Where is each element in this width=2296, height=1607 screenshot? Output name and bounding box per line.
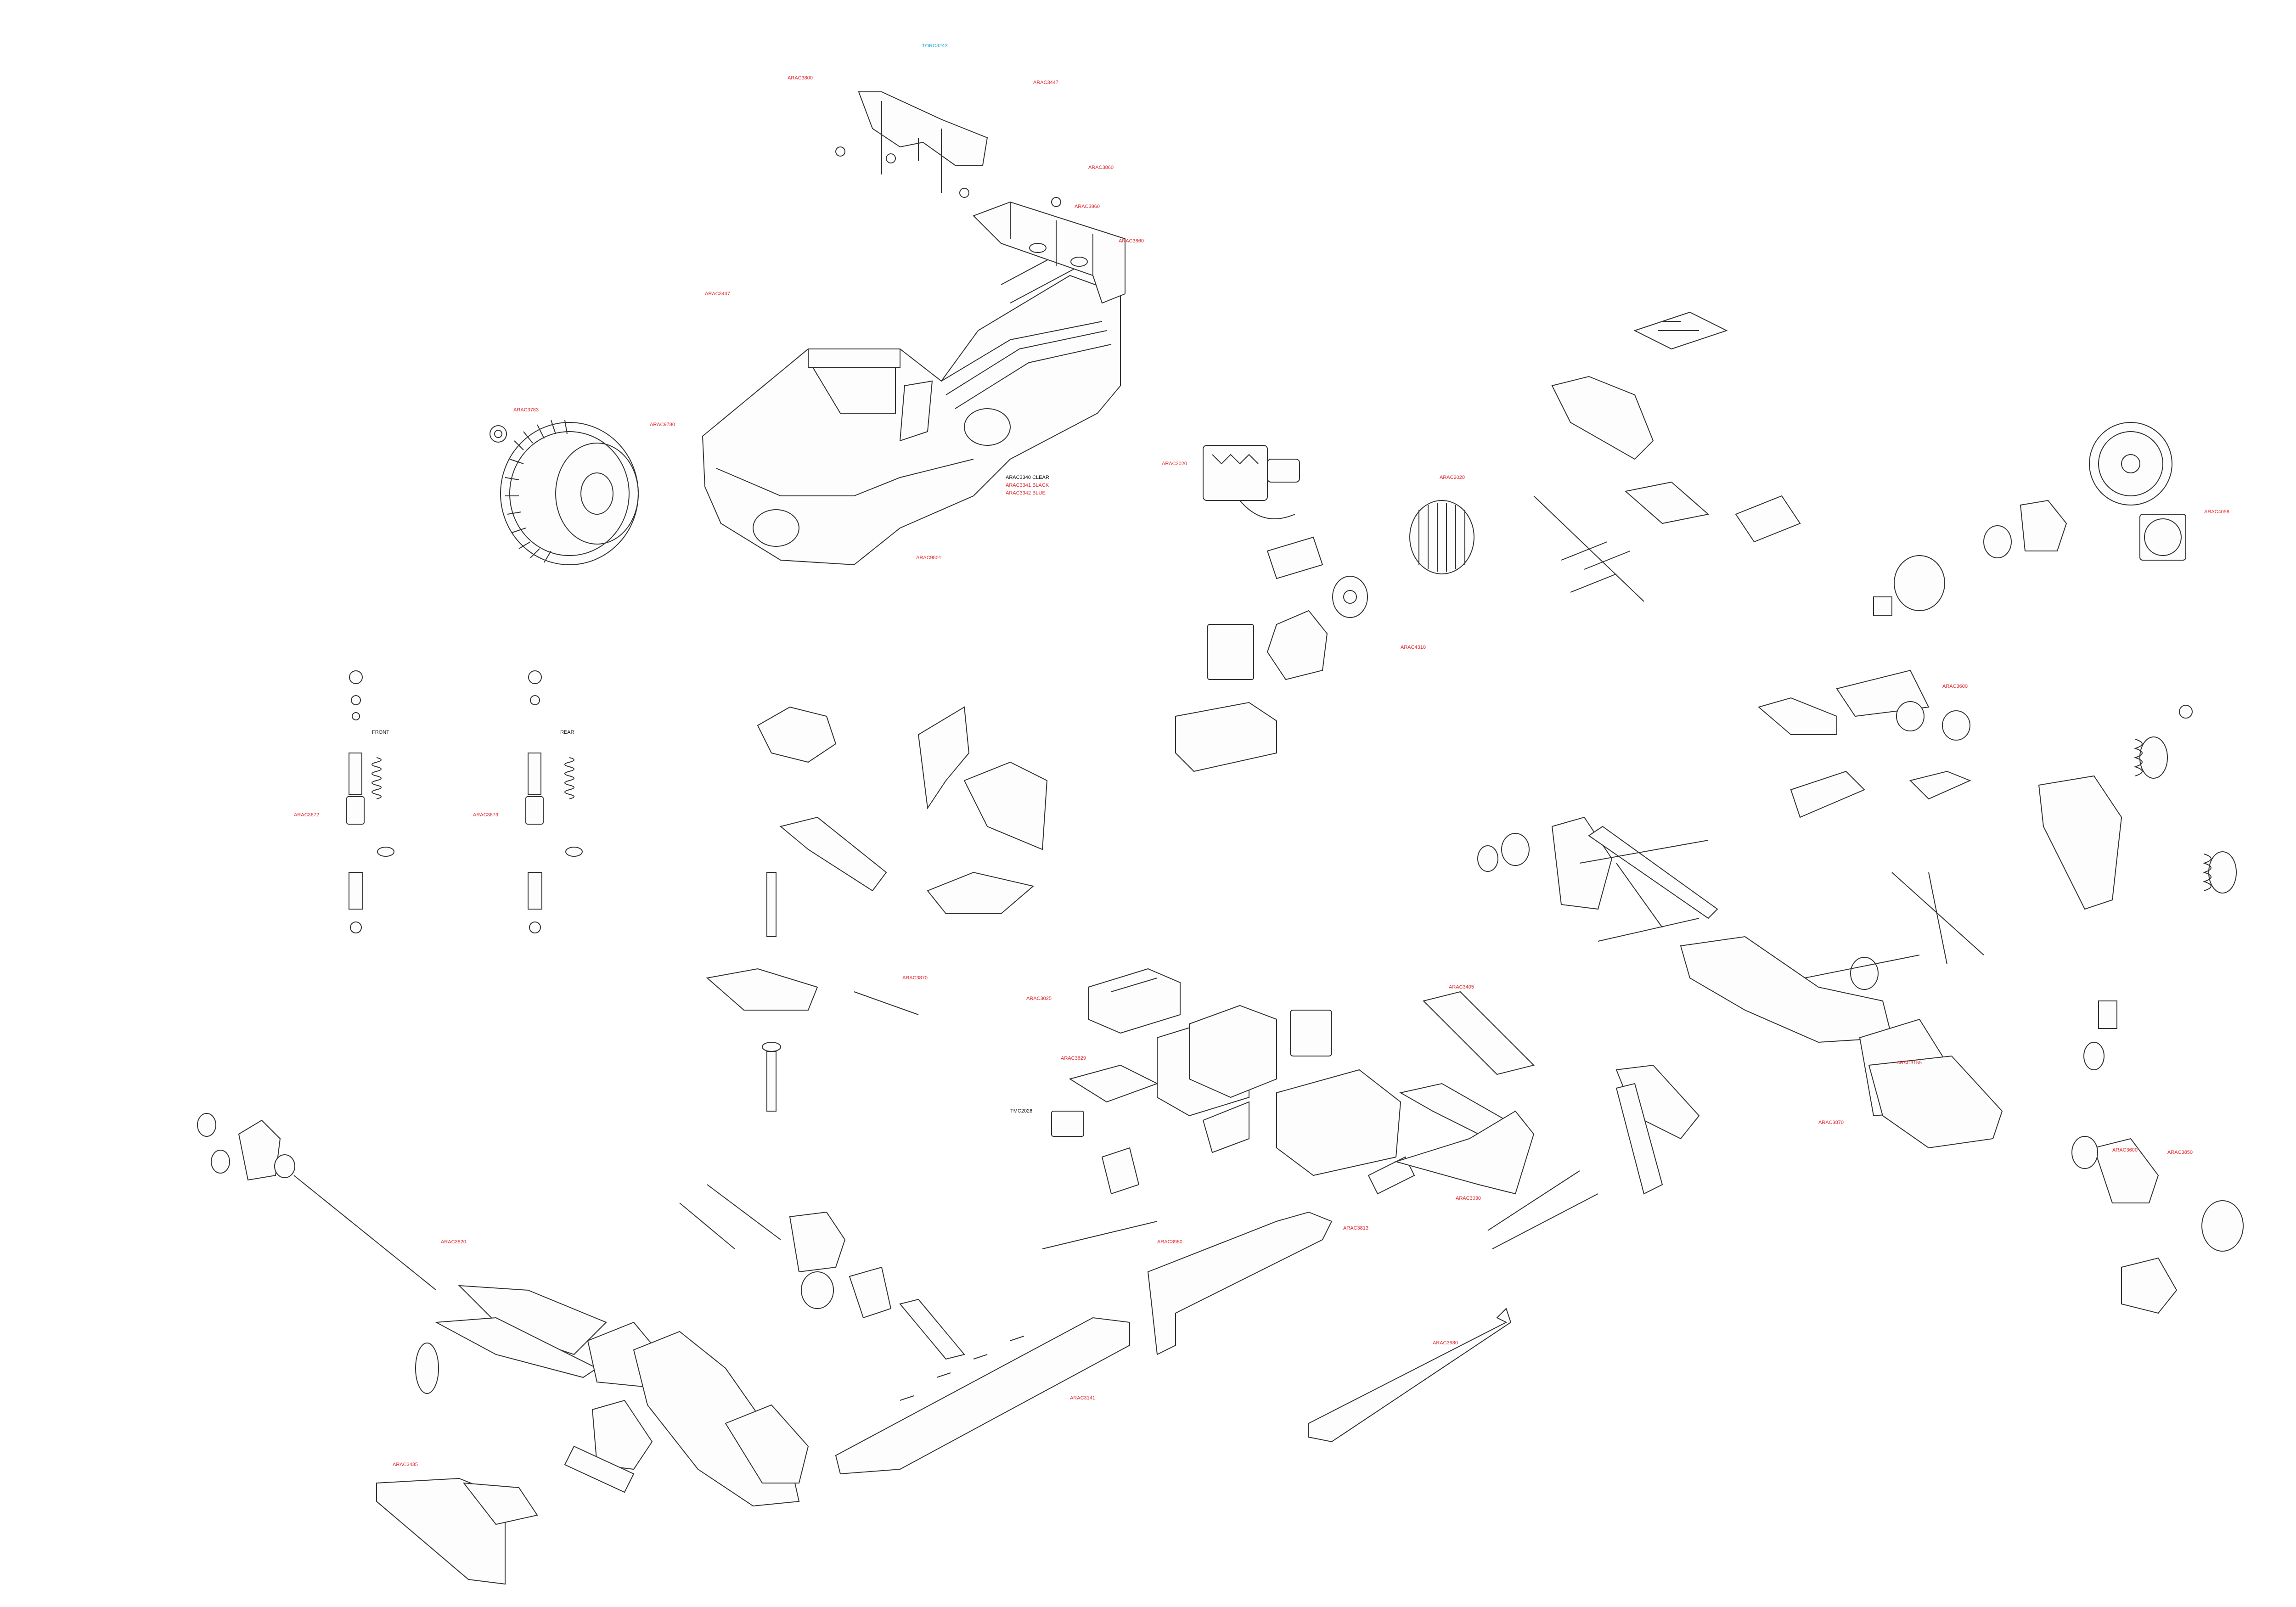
front-suspension-drawing: [197, 1113, 658, 1394]
motor-label: ARAC2020: [1440, 475, 1465, 480]
front-heading: FRONT: [372, 730, 389, 735]
chassis-label: ARAC3141: [1070, 1395, 1096, 1401]
rear-heading: REAR: [560, 730, 574, 735]
drive-shaft-label: ARAC3030: [1456, 1196, 1481, 1201]
chassis-plate-drawing: [835, 1317, 1130, 1475]
rear-arm-label: ARAC3155: [1896, 1060, 1922, 1066]
tire-wheel-drawing: [500, 420, 639, 565]
body-pin-label: ARAC9801: [916, 555, 942, 561]
receiver-box-label: ARAC3629: [1061, 1056, 1086, 1061]
body-tool-label: TORC3243: [922, 43, 948, 49]
front-arm-label: ARAC3820: [441, 1239, 467, 1245]
body-color-blue: ARAC3342 BLUE: [1006, 490, 1046, 496]
spur-gear-label: ARAC4058: [2204, 509, 2230, 515]
mud-guard-left-label: ARAC3813: [1343, 1225, 1369, 1231]
body-color-clear: ARAC3340 CLEAR: [1006, 475, 1049, 480]
wheel-nut-label: ARAC3783: [513, 407, 539, 413]
rear-shock-drawing: [525, 670, 583, 933]
center-diff-drawing: [1873, 422, 2186, 616]
rear-wing-drawing: [973, 201, 1125, 304]
front-shock-label: ARAC3672: [294, 812, 320, 818]
body-color-black: ARAC3341 BLACK: [1006, 483, 1049, 488]
servo-saver-label: ARAC3870: [902, 975, 928, 981]
steering-assembly-drawing: [706, 706, 919, 1112]
link-rods-drawing: [1487, 840, 1920, 1231]
steering-label: ARAC3870: [1818, 1120, 1844, 1125]
side-guard-drawing: [917, 706, 1048, 914]
wing-mount-label-2: ARAC3860: [1075, 204, 1100, 209]
front-hub-cluster-drawing: [679, 1184, 965, 1360]
cage-screw-label-2: ARAC3447: [705, 291, 731, 297]
esc-label: ARAC2020: [1162, 461, 1187, 466]
battery-tray-drawing: [1394, 991, 1535, 1195]
right-rear-arm-drawing: [1615, 936, 2003, 1195]
esc-motor-drawing: [1175, 445, 1474, 772]
bumper-drawing: [376, 1478, 538, 1585]
rear-left-suspension-drawing: [564, 1331, 809, 1507]
rear-shock-label: ARAC3673: [473, 812, 499, 818]
rear-wheel-label: ARAC3600: [1942, 684, 1968, 689]
roll-cage-label: ARAC3800: [788, 75, 813, 81]
mud-guard-right-label-2: ARAC3980: [1433, 1340, 1458, 1346]
mud-guard-left-drawing: [1147, 1211, 1333, 1355]
bumper-label: ARAC3435: [393, 1462, 418, 1467]
right-front-uprights-drawing: [1477, 816, 1718, 928]
rear-hub-label: ARAC3850: [2167, 1150, 2193, 1155]
right-rear-shock-drawing: [2038, 705, 2237, 910]
center-diff-label: ARAC4310: [1401, 645, 1426, 650]
rear-chassis-plate-drawing: [1551, 311, 1801, 593]
roll-cage-drawing: [835, 91, 1061, 207]
front-wheel-label: ARAC3600: [2112, 1147, 2138, 1153]
right-rear-hub-drawing: [2071, 1000, 2244, 1314]
battery-tag-label: TMC2026: [1010, 1108, 1033, 1114]
servo-tray-drawing: [1276, 1010, 1415, 1195]
radio-box-label: ARAC3025: [1026, 996, 1052, 1001]
right-upper-links-drawing: [1757, 669, 1984, 965]
front-shock-drawing: [346, 670, 394, 933]
mud-guard-right-drawing: [1308, 1308, 1512, 1443]
mud-guard-right-label: ARAC3980: [1157, 1239, 1183, 1245]
wheel-label: ARAC9780: [650, 422, 675, 427]
battery-box-drawing: [1189, 1005, 1277, 1098]
battery-tray-label: ARAC3405: [1449, 984, 1474, 990]
wing-label: ARAC3860: [1119, 238, 1144, 244]
cage-screw-label: ARAC3447: [1033, 80, 1059, 85]
truck-body-drawing: [702, 247, 1121, 566]
wing-mount-label: ARAC3860: [1088, 165, 1114, 170]
center-driveline-drawing: [1042, 495, 1644, 1249]
